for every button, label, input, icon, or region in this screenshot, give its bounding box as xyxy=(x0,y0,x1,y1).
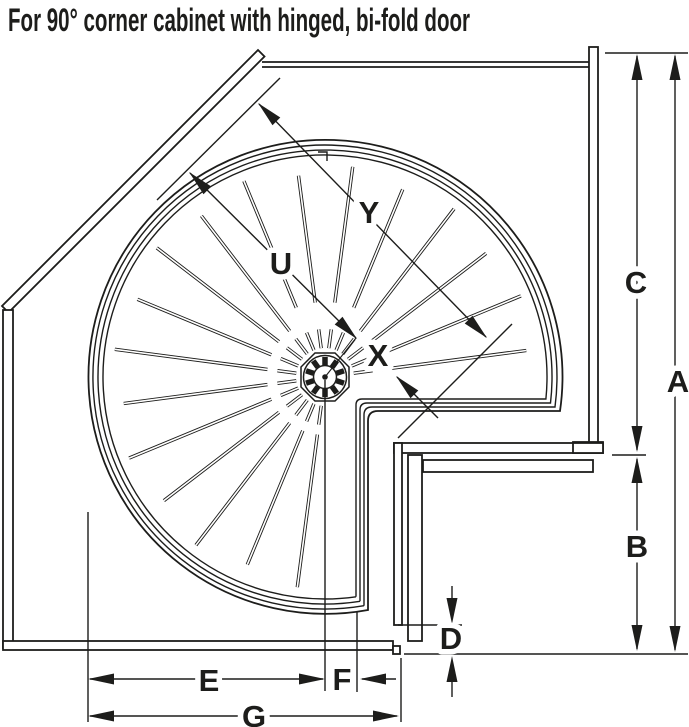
page-title: For 90° corner cabinet with hinged, bi-f… xyxy=(8,2,470,38)
tray-lip-line-3 xyxy=(97,149,553,605)
dimension-lines xyxy=(87,52,688,722)
leader-u-to-centre xyxy=(324,337,357,378)
arrow-x-nw xyxy=(396,376,419,399)
arrow-y-nw xyxy=(258,103,281,126)
ref-line-inner-corner xyxy=(397,323,513,439)
dim-line-u xyxy=(189,172,357,339)
cabinet-bottom-panel-end-step xyxy=(392,645,401,655)
arrow-e-left xyxy=(88,673,114,685)
cabinet-left-side-panel xyxy=(2,309,14,649)
dim-label-c: C xyxy=(625,265,647,300)
inner-corner-horizontal-wall xyxy=(393,442,604,454)
arrow-b-down xyxy=(631,625,643,651)
bifold-door-vertical-panel xyxy=(407,454,423,642)
dim-label-g: G xyxy=(242,699,266,727)
dim-label-u: U xyxy=(270,246,292,281)
dim-label-x: X xyxy=(368,338,389,373)
arrow-a-up xyxy=(669,54,681,80)
dim-label-e: E xyxy=(199,663,220,698)
arrow-g-right xyxy=(373,710,399,722)
dimension-arrowheads xyxy=(88,54,681,722)
dim-label-f: F xyxy=(333,662,352,697)
cabinet-carcass xyxy=(0,46,604,655)
arrow-c-down xyxy=(631,426,643,452)
arrow-u-se xyxy=(334,316,357,339)
ref-line-diagonal-door xyxy=(156,77,281,201)
arrow-y-se xyxy=(464,315,487,338)
arrow-g-left xyxy=(88,710,114,722)
dim-label-d: D xyxy=(440,621,462,656)
dim-label-y: Y xyxy=(359,195,380,230)
arrow-d-down xyxy=(446,598,458,624)
arrow-b-up xyxy=(631,457,643,483)
tray-ribs-hollow-core xyxy=(114,166,527,588)
dim-label-b: B xyxy=(626,529,648,564)
arrow-a-down xyxy=(669,626,681,652)
cabinet-top-back-panel xyxy=(262,61,589,68)
arrow-u-nw xyxy=(189,172,212,195)
rim-reference-mark xyxy=(318,151,328,161)
tray-lip-line-2 xyxy=(92,144,558,610)
arrow-c-up xyxy=(631,54,643,80)
bifold-door-horizontal-panel xyxy=(409,459,594,473)
tray-lip-line-4 xyxy=(102,154,548,600)
cabinet-right-side-panel xyxy=(588,46,599,446)
arrow-d-up xyxy=(446,656,458,682)
dim-label-a: A xyxy=(667,364,689,399)
arrow-f-left xyxy=(360,673,386,685)
inner-corner-vertical-wall xyxy=(393,442,403,626)
dim-line-y xyxy=(258,103,487,338)
arrow-e-right xyxy=(299,673,325,685)
cabinet-bottom-panel xyxy=(2,640,394,651)
